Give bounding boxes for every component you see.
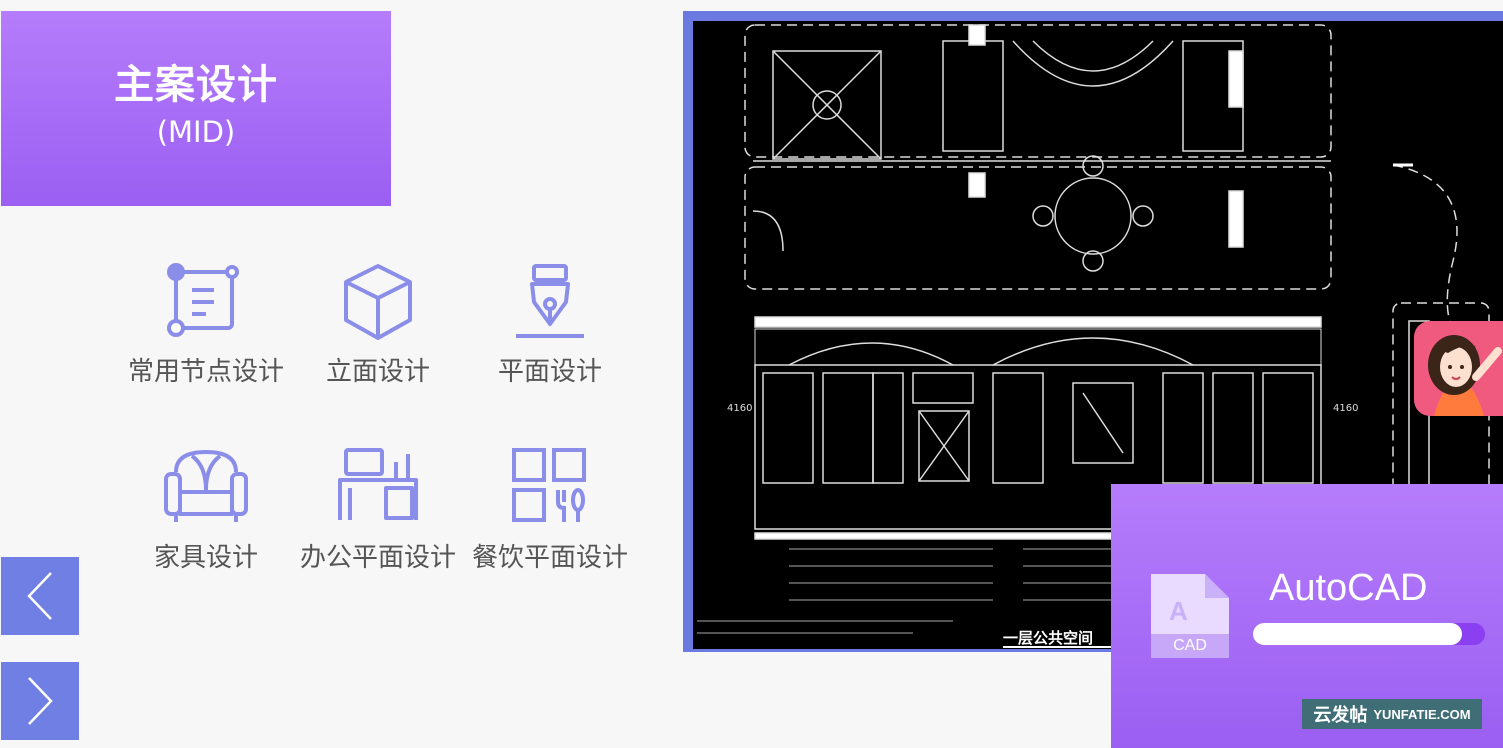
- service-label: 常用节点设计: [127, 357, 284, 387]
- cad-file-icon: A CAD: [1151, 574, 1229, 658]
- dining-grid-icon: [512, 448, 586, 522]
- service-label: 立面设计: [325, 357, 430, 387]
- autocad-progress-bar: [1253, 623, 1485, 645]
- service-label: 平面设计: [497, 357, 602, 387]
- carousel-next-button[interactable]: [1, 662, 79, 740]
- mid-banner: 主案设计 (MID): [1, 11, 391, 206]
- service-dining-design[interactable]: 餐饮平面设计: [464, 444, 636, 574]
- service-furniture-design[interactable]: 家具设计: [120, 444, 292, 574]
- service-elevation-design[interactable]: 立面设计: [292, 258, 464, 388]
- chevron-right-icon: [28, 677, 53, 725]
- service-grid: 常用节点设计 立面设计 平面设计 家具设计: [120, 258, 640, 588]
- autocad-progress-fill: [1253, 623, 1462, 645]
- sofa-icon: [164, 450, 248, 522]
- svg-text:A: A: [1169, 596, 1188, 626]
- chevron-left-icon: [27, 572, 52, 620]
- svg-text:4160: 4160: [727, 403, 752, 414]
- service-label: 办公平面设计: [299, 543, 456, 573]
- autocad-title: AutoCAD: [1269, 567, 1428, 609]
- banner-title: 主案设计: [114, 62, 278, 108]
- avatar-girl-icon: [1428, 335, 1502, 416]
- watermark-domain: YUNFATIE.COM: [1373, 706, 1471, 722]
- service-label: 家具设计: [153, 543, 258, 573]
- cad-drawing-caption: 一层公共空间: [1003, 629, 1094, 647]
- assistant-avatar[interactable]: [1414, 321, 1503, 416]
- watermark: 云发帖 YUNFATIE.COM: [1302, 699, 1482, 729]
- banner-subtitle: (MID): [156, 115, 236, 149]
- node-design-icon: [167, 263, 239, 337]
- svg-text:4160: 4160: [1333, 403, 1358, 414]
- cube-icon: [344, 264, 412, 340]
- pen-nib-icon: [516, 264, 584, 338]
- service-plan-design[interactable]: 平面设计: [464, 258, 636, 388]
- office-desk-icon: [338, 448, 418, 520]
- service-office-design[interactable]: 办公平面设计: [292, 444, 464, 574]
- service-node-design[interactable]: 常用节点设计: [120, 258, 292, 388]
- cad-file-tag: CAD: [1151, 634, 1229, 658]
- watermark-brand: 云发帖: [1313, 705, 1368, 726]
- carousel-prev-button[interactable]: [1, 557, 79, 635]
- service-label: 餐饮平面设计: [471, 543, 628, 573]
